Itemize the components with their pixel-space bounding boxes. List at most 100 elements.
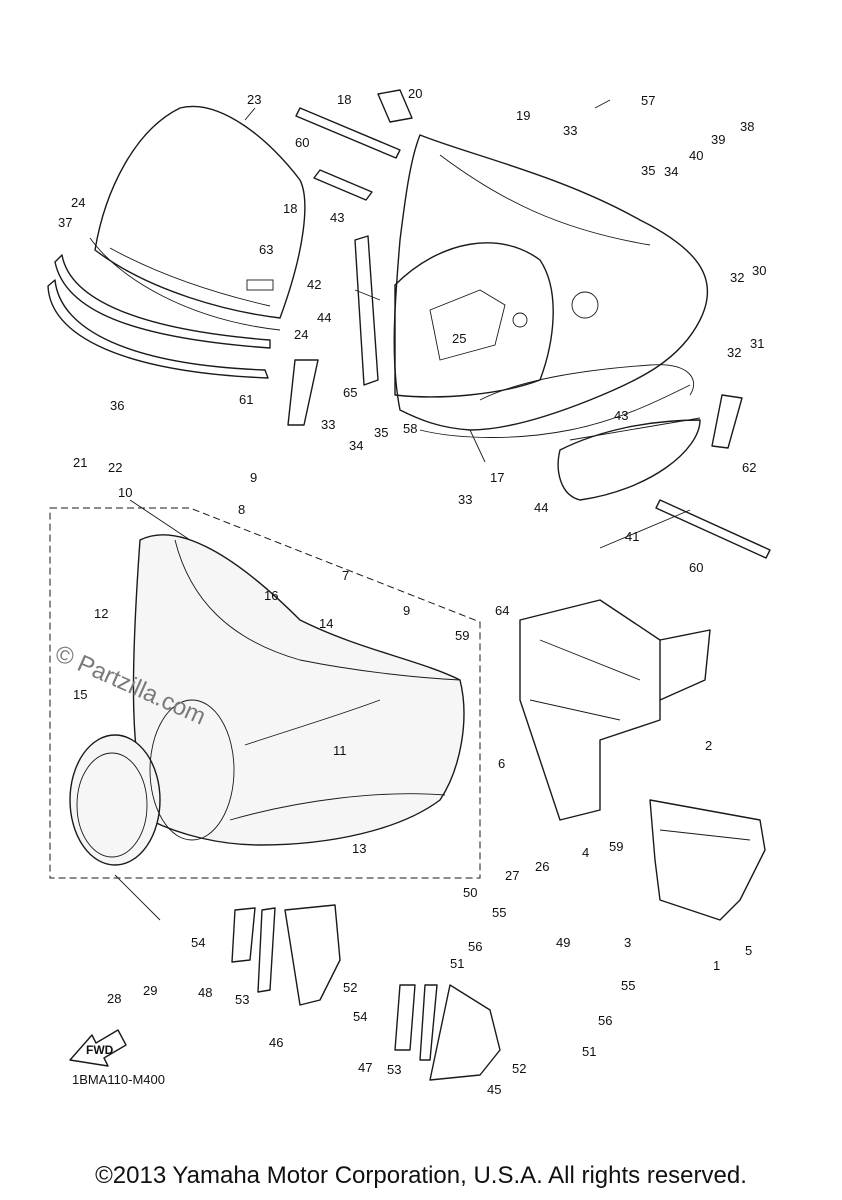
- callout-2: 2: [705, 738, 712, 753]
- callout-36: 36: [110, 398, 124, 413]
- callout-10: 10: [118, 485, 132, 500]
- callout-38: 38: [740, 119, 754, 134]
- callout-58: 58: [403, 421, 417, 436]
- callout-63: 63: [259, 242, 273, 257]
- callout-43a: 43: [330, 210, 344, 225]
- callout-28: 28: [107, 991, 121, 1006]
- callout-62: 62: [742, 460, 756, 475]
- callout-19: 19: [516, 108, 530, 123]
- callout-50: 50: [463, 885, 477, 900]
- callout-39: 39: [711, 132, 725, 147]
- callout-33c: 33: [458, 492, 472, 507]
- callout-5: 5: [745, 943, 752, 958]
- callout-54a: 54: [191, 935, 205, 950]
- gasket-parts: [231, 907, 438, 1061]
- callout-57: 57: [641, 93, 655, 108]
- callout-7: 7: [342, 568, 349, 583]
- callout-41: 41: [625, 529, 639, 544]
- callout-60b: 60: [689, 560, 703, 575]
- callout-49: 49: [556, 935, 570, 950]
- callout-48: 48: [198, 985, 212, 1000]
- callout-43b: 43: [614, 408, 628, 423]
- callout-52b: 52: [512, 1061, 526, 1076]
- callout-24b: 24: [294, 327, 308, 342]
- callout-8: 8: [238, 502, 245, 517]
- callout-1: 1: [713, 958, 720, 973]
- callout-26: 26: [535, 859, 549, 874]
- callout-34b: 34: [349, 438, 363, 453]
- callout-16: 16: [264, 588, 278, 603]
- callout-56b: 56: [598, 1013, 612, 1028]
- windshield-trim-part: [47, 237, 281, 379]
- callout-56a: 56: [468, 939, 482, 954]
- callout-46: 46: [269, 1035, 283, 1050]
- side-cover-parts: [284, 904, 501, 1081]
- callout-29: 29: [143, 983, 157, 998]
- copyright-notice: ©2013 Yamaha Motor Corporation, U.S.A. A…: [95, 1162, 747, 1189]
- callout-23: 23: [247, 92, 261, 107]
- callout-33b: 33: [321, 417, 335, 432]
- callout-42: 42: [307, 277, 321, 292]
- lower-stay-part: [649, 799, 766, 921]
- callout-37: 37: [58, 215, 72, 230]
- strip-parts: [287, 89, 743, 449]
- callout-4: 4: [582, 845, 589, 860]
- callout-17: 17: [490, 470, 504, 485]
- callout-65: 65: [343, 385, 357, 400]
- callout-14: 14: [319, 616, 333, 631]
- side-bracket-part: [354, 235, 381, 386]
- headlight-rim-part: [69, 699, 235, 866]
- callout-64: 64: [495, 603, 509, 618]
- callout-9a: 9: [250, 470, 257, 485]
- cable-tie-part: [295, 107, 771, 559]
- callout-15: 15: [73, 687, 87, 702]
- callout-59a: 59: [455, 628, 469, 643]
- callout-6: 6: [498, 756, 505, 771]
- fwd-arrow-icon: FWD: [69, 1029, 127, 1067]
- callout-35a: 35: [641, 163, 655, 178]
- callout-12: 12: [94, 606, 108, 621]
- inner-fairing-part: [393, 134, 709, 438]
- callout-27: 27: [505, 868, 519, 883]
- callout-55a: 55: [492, 905, 506, 920]
- callout-24a: 24: [71, 195, 85, 210]
- callout-45: 45: [487, 1082, 501, 1097]
- callout-13: 13: [352, 841, 366, 856]
- callout-60a: 60: [295, 135, 309, 150]
- callout-18b: 18: [283, 201, 297, 216]
- callout-9b: 9: [403, 603, 410, 618]
- callout-53b: 53: [387, 1062, 401, 1077]
- callout-18a: 18: [337, 92, 351, 107]
- callout-47: 47: [358, 1060, 372, 1075]
- fwd-label: FWD: [86, 1043, 114, 1057]
- callout-44a: 44: [317, 310, 331, 325]
- callout-21: 21: [73, 455, 87, 470]
- callout-59b: 59: [609, 839, 623, 854]
- callout-22: 22: [108, 460, 122, 475]
- lower-trim-part: [557, 417, 701, 501]
- callout-44b: 44: [534, 500, 548, 515]
- callout-35b: 35: [374, 425, 388, 440]
- callout-3: 3: [624, 935, 631, 950]
- callout-53a: 53: [235, 992, 249, 1007]
- callout-20: 20: [408, 86, 422, 101]
- callout-52a: 52: [343, 980, 357, 995]
- callout-25: 25: [452, 331, 466, 346]
- callout-40: 40: [689, 148, 703, 163]
- callout-33a: 33: [563, 123, 577, 138]
- callout-54b: 54: [353, 1009, 367, 1024]
- callout-31: 31: [750, 336, 764, 351]
- callout-55b: 55: [621, 978, 635, 993]
- callout-34a: 34: [664, 164, 678, 179]
- callout-30: 30: [752, 263, 766, 278]
- mounting-stay-part: [519, 599, 711, 821]
- diagram-code: 1BMA110-M400: [72, 1072, 165, 1087]
- callout-51a: 51: [450, 956, 464, 971]
- outer-fairing-part: [49, 507, 481, 879]
- callout-51b: 51: [582, 1044, 596, 1059]
- callout-labels: 1 2 3 4 5 6 7 8 9 9 10 11 12 13 14 15 16…: [58, 86, 766, 1097]
- leader-lines: [114, 99, 691, 921]
- callout-61: 61: [239, 392, 253, 407]
- windshield-part: [94, 105, 306, 319]
